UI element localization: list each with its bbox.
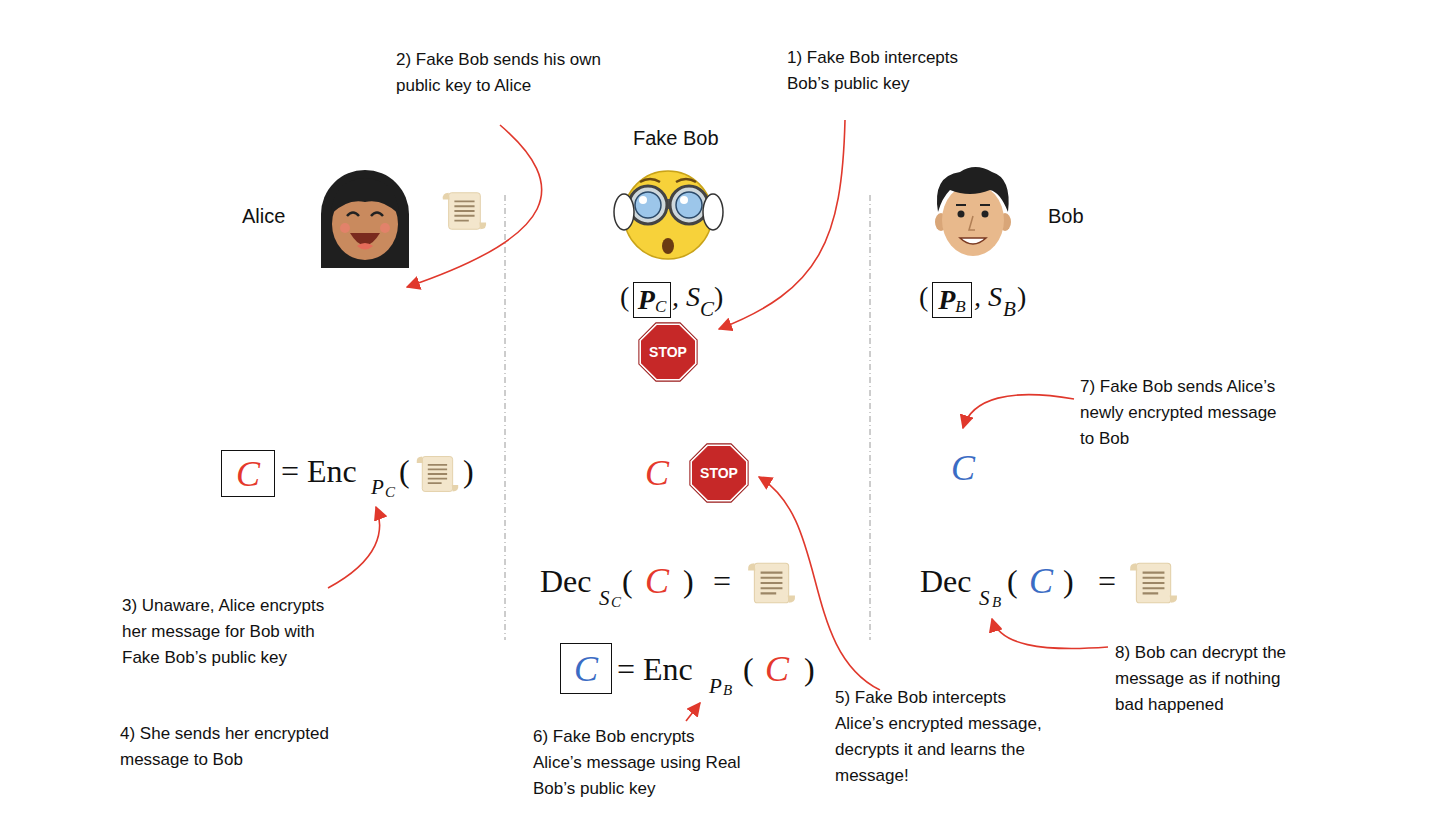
ciphertext: C: [645, 563, 669, 599]
math-subscript: C: [611, 595, 621, 610]
message-scroll: [748, 563, 795, 603]
math-subscript: C: [700, 299, 714, 320]
math-symbol: C: [236, 453, 260, 495]
math-symbol: = Enc: [281, 455, 357, 487]
math-symbol: ): [1017, 283, 1026, 311]
callout-text: 8) Bob can decrypt the message as if not…: [1115, 640, 1300, 718]
person-name: Fake Bob: [633, 128, 719, 148]
math-subscript: S: [979, 588, 990, 609]
math-symbol: =: [713, 565, 731, 597]
math-symbol: Dec: [920, 565, 972, 597]
callout-text: 6) Fake Bob encrypts Alice’s message usi…: [533, 724, 744, 802]
math-symbol: = Enc: [617, 653, 693, 685]
ciphertext: C: [765, 651, 789, 687]
callout-arrow: [328, 120, 1108, 721]
callout-text: 3) Unaware, Alice encrypts her message f…: [122, 593, 347, 671]
callout-text: 5) Fake Bob intercepts Alice’s encrypted…: [835, 685, 1050, 789]
boxed-symbol: PB: [932, 282, 972, 318]
message-scroll: [417, 457, 459, 492]
math-symbol: (: [622, 565, 633, 597]
math-symbol: ): [1063, 565, 1074, 597]
ciphertext: C: [951, 450, 975, 486]
fake-bob-avatar: [614, 171, 723, 259]
callout-text: 7) Fake Bob sends Alice’s newly encrypte…: [1080, 374, 1287, 452]
math-symbol: (: [399, 455, 410, 487]
math-symbol: (: [620, 283, 629, 311]
math-symbol: (: [1007, 565, 1018, 597]
math-subscript: C: [385, 485, 395, 500]
math-symbol: (: [743, 653, 754, 685]
person-name: Bob: [1048, 206, 1084, 226]
person-name: Alice: [242, 206, 285, 226]
math-subscript: P: [371, 477, 384, 498]
boxed-symbol: PC: [633, 282, 671, 318]
message-scroll: [443, 193, 486, 229]
math-symbol: , S: [672, 283, 700, 311]
boxed-symbol: C: [560, 643, 612, 694]
math-symbol: P: [938, 284, 955, 316]
math-subscript: B: [723, 683, 732, 698]
math-subscript: S: [599, 588, 610, 609]
math-subscript: P: [709, 676, 722, 697]
boxed-symbol: C: [221, 450, 275, 497]
math-symbol: P: [638, 284, 655, 316]
math-subscript: B: [1003, 299, 1016, 320]
math-symbol: =: [1098, 565, 1116, 597]
stop-text: STOP: [700, 466, 738, 480]
alice-avatar: [321, 170, 409, 268]
ciphertext: C: [1029, 563, 1053, 599]
math-symbol: , S: [974, 283, 1002, 311]
math-subscript: B: [955, 297, 965, 317]
math-symbol: ): [683, 565, 694, 597]
math-symbol: (: [919, 283, 928, 311]
stop-text: STOP: [649, 345, 687, 359]
callout-text: 2) Fake Bob sends his own public key to …: [396, 47, 616, 99]
math-symbol: C: [574, 648, 598, 690]
math-symbol: ): [804, 653, 815, 685]
message-scroll: [1130, 563, 1177, 603]
math-symbol: ): [463, 455, 474, 487]
callout-text: 4) She sends her encrypted message to Bo…: [120, 721, 345, 773]
callout-text: 1) Fake Bob intercepts Bob’s public key: [787, 45, 982, 97]
bob-avatar: [935, 167, 1011, 256]
stop-sign: [639, 323, 748, 502]
ciphertext: C: [645, 455, 669, 491]
math-subscript: B: [992, 595, 1001, 610]
math-subscript: C: [655, 297, 666, 317]
math-symbol: Dec: [540, 565, 592, 597]
math-symbol: ): [714, 283, 723, 311]
